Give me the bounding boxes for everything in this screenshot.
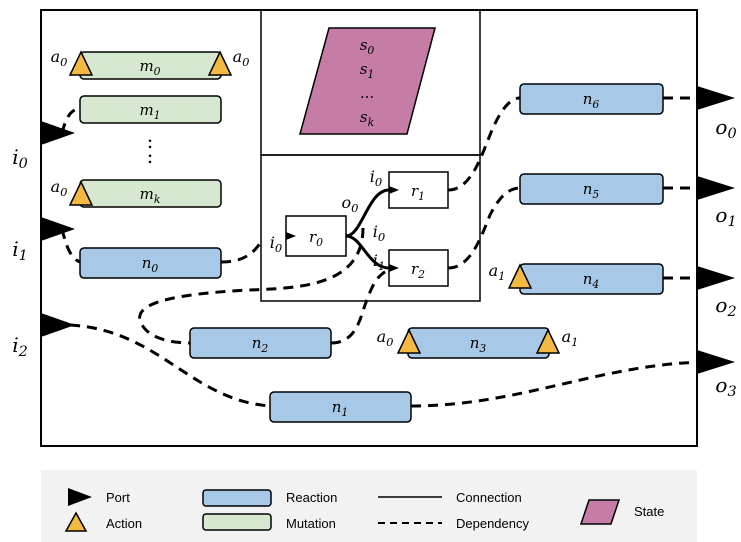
reaction-n1 [269,391,412,423]
inner-port-r1 [389,186,399,194]
legend-state-label: State [634,504,664,519]
reaction-n2 [189,327,332,359]
output-label-o3: o3 [715,373,736,400]
legend-action-label: Action [106,516,142,531]
port-o0 [697,86,735,110]
action-mk [68,180,94,206]
connections [345,188,390,270]
dep-n1-o3 [410,360,706,408]
action-n3-right [535,328,561,354]
inner-reaction-r0 [285,215,347,257]
dep-r1-n6 [447,96,521,192]
dep-n2-r2 [330,268,390,345]
conn-r0-r1 [345,188,390,238]
input-label-i1: i1 [12,237,28,264]
dep-r2-n5 [447,186,521,270]
mutation-ellipsis: : [147,129,154,153]
reaction-n6 [519,83,664,115]
legend-connection-label: Connection [456,490,522,505]
legend-port-icon [68,488,92,506]
dep-i2-n1 [69,323,271,408]
dep-n0-r0 [220,239,264,264]
legend-action-icon [64,511,88,532]
reaction-boxes [79,83,664,423]
action-n3-left [396,328,422,354]
legend-reaction-label: Reaction [286,490,337,505]
state-shape [299,27,436,135]
action-n4 [507,263,533,289]
reaction-n0 [79,247,222,279]
inner-port-r0 [286,232,296,240]
legend-mutation-icon [202,513,272,531]
action-m0-right [207,50,233,76]
mutation-m1 [79,95,222,124]
output-label-o1: o1 [715,203,736,230]
inner-port-r2-a [389,264,399,272]
legend-dependency-label: Dependency [456,516,529,531]
legend-state-icon [579,499,621,525]
legend-reaction-icon [202,489,272,507]
input-label-i0: i0 [12,145,28,172]
port-i1 [41,217,75,241]
conn-r0-r2 [345,234,390,270]
dependencies [60,96,706,408]
output-label-o2: o2 [715,293,736,320]
mutation-boxes [79,51,222,208]
input-ports [41,121,75,337]
port-i0 [41,121,75,145]
port-o3 [697,350,735,374]
mutation-ellipsis-2: : [147,144,154,168]
output-label-o0: o0 [715,115,736,142]
reaction-n5 [519,173,664,205]
legend-port-label: Port [106,490,130,505]
port-i2 [41,313,75,337]
state-item-2: ... [360,84,374,102]
action-m0-left [68,50,94,76]
inner-ports [286,186,399,272]
input-label-i2: i2 [12,333,28,360]
port-o1 [697,176,735,200]
port-o2 [697,266,735,290]
contained-reactor [260,154,481,302]
output-ports [697,86,735,374]
legend-mutation-label: Mutation [286,516,336,531]
dep-r2-loop-n2 [138,227,365,345]
actions [68,50,561,354]
